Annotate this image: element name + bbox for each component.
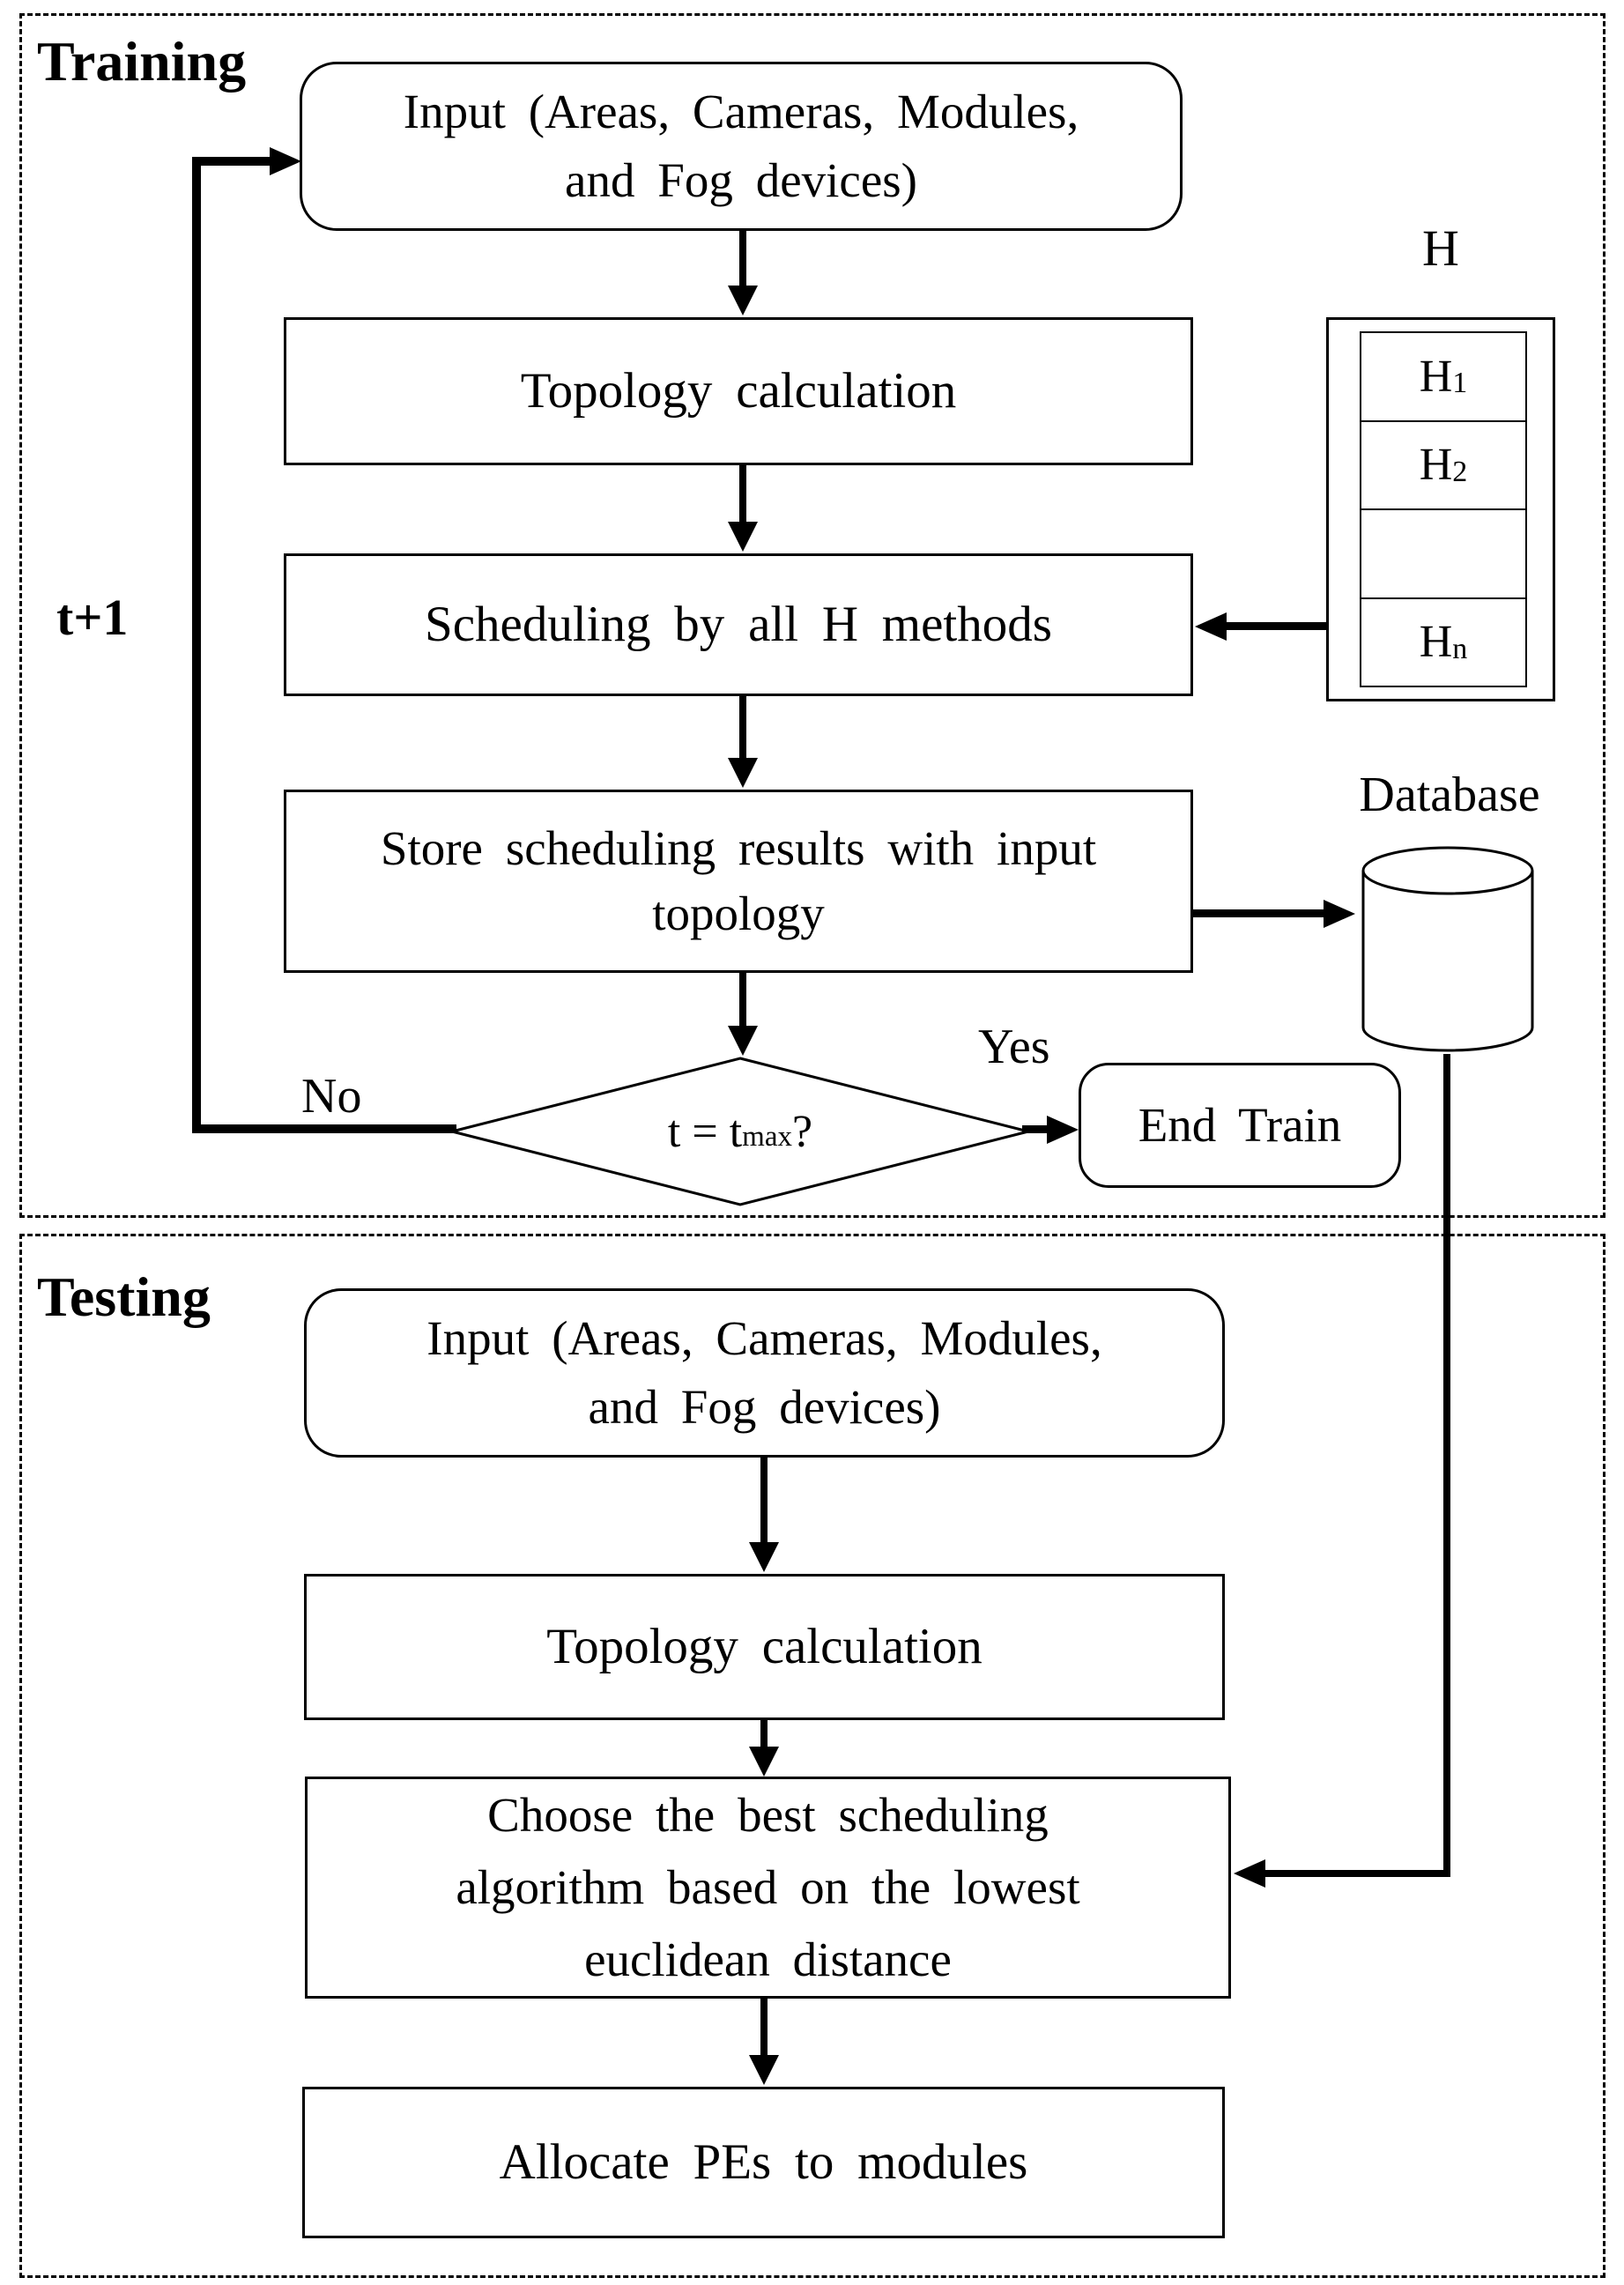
choose-line3: euclidean distance bbox=[584, 1933, 952, 1986]
testing-topology-box: Topology calculation bbox=[304, 1574, 1225, 1720]
end-train-box: End Train bbox=[1079, 1063, 1401, 1188]
decision-yes-label: Yes bbox=[978, 1020, 1050, 1074]
loop-arrowhead-icon bbox=[270, 147, 301, 175]
training-topology-box: Topology calculation bbox=[284, 317, 1193, 465]
allocate-label: Allocate PEs to modules bbox=[499, 2134, 1028, 2190]
h-table-title: H bbox=[1422, 219, 1459, 277]
scheduling-box: Scheduling by all H methods bbox=[284, 553, 1193, 696]
loop-line-bottom bbox=[192, 1124, 456, 1133]
testing-input-box: Input (Areas, Cameras, Modules, and Fog … bbox=[304, 1288, 1225, 1458]
store-results-box: Store scheduling results with input topo… bbox=[284, 790, 1193, 973]
loop-increment-label: t+1 bbox=[56, 589, 129, 646]
decision-base: t = t bbox=[667, 1106, 743, 1157]
decision-no-label: No bbox=[301, 1069, 362, 1124]
choose-algorithm-box: Choose the best scheduling algorithm bas… bbox=[305, 1777, 1231, 1999]
training-input-line2: and Fog devices) bbox=[565, 153, 917, 207]
database-cylinder-icon bbox=[1360, 844, 1536, 1060]
training-input-line1: Input (Areas, Cameras, Modules, bbox=[403, 85, 1079, 138]
training-topology-label: Topology calculation bbox=[520, 363, 957, 419]
testing-section-label: Testing bbox=[37, 1265, 211, 1328]
loop-line-vertical bbox=[192, 157, 201, 1133]
testing-input-line2: and Fog devices) bbox=[588, 1380, 941, 1434]
training-section-label: Training bbox=[37, 30, 247, 93]
diamond-shape-icon bbox=[451, 1057, 1029, 1206]
store-results-line2: topology bbox=[652, 887, 825, 940]
testing-topology-label: Topology calculation bbox=[546, 1619, 983, 1674]
testing-input-line1: Input (Areas, Cameras, Modules, bbox=[426, 1311, 1102, 1365]
allocate-box: Allocate PEs to modules bbox=[302, 2087, 1225, 2238]
database-label: Database bbox=[1359, 768, 1540, 822]
training-section-border bbox=[19, 13, 1605, 1218]
choose-line1: Choose the best scheduling bbox=[487, 1788, 1049, 1842]
training-input-box: Input (Areas, Cameras, Modules, and Fog … bbox=[300, 62, 1183, 231]
loop-line-top bbox=[201, 157, 271, 166]
store-results-line1: Store scheduling results with input bbox=[380, 821, 1097, 875]
testing-section-border bbox=[19, 1234, 1605, 2278]
decision-suffix: ? bbox=[791, 1106, 813, 1157]
h-table-row-3 bbox=[1361, 510, 1525, 599]
choose-line2: algorithm based on the lowest bbox=[456, 1860, 1080, 1914]
scheduling-label: Scheduling by all H methods bbox=[425, 597, 1052, 652]
end-train-label: End Train bbox=[1138, 1098, 1342, 1152]
